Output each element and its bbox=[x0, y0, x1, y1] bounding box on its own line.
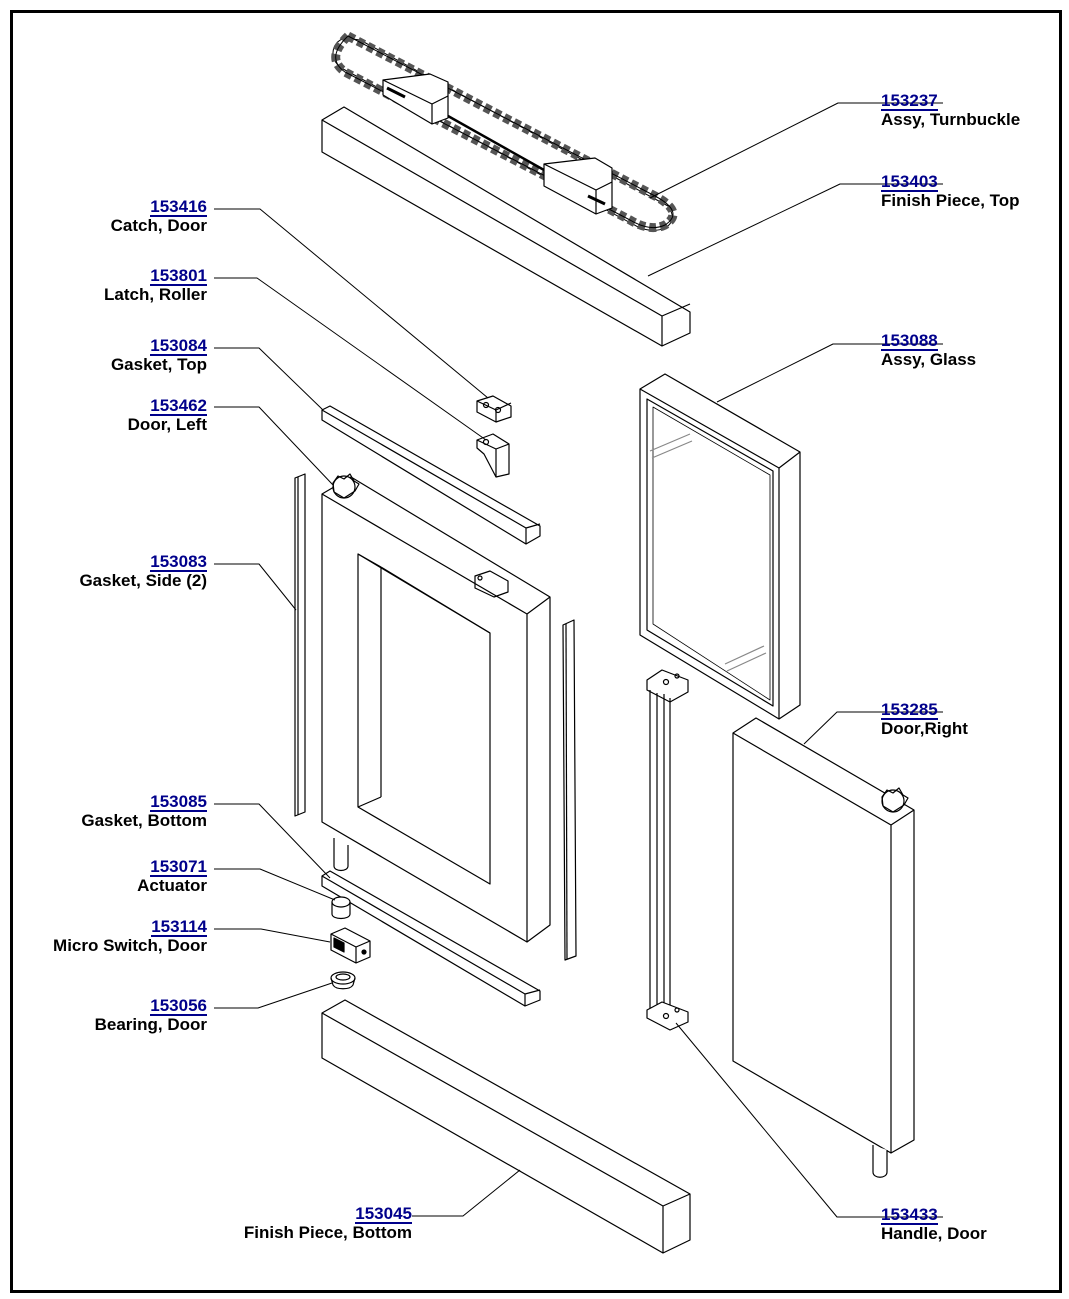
part-description: Gasket, Side (2) bbox=[79, 571, 207, 590]
right-door bbox=[732, 717, 915, 1178]
part-number-link[interactable]: 153285 bbox=[881, 700, 938, 720]
part-description: Gasket, Top bbox=[110, 355, 207, 374]
turnbuckle-assembly bbox=[331, 31, 678, 233]
callout-glass: 153088 Assy, Glass bbox=[881, 332, 976, 369]
callout-door-right: 153285 Door,Right bbox=[881, 701, 968, 738]
gasket-bottom-part bbox=[321, 870, 541, 1007]
glass-assembly bbox=[639, 373, 801, 720]
part-number-link[interactable]: 153088 bbox=[881, 331, 938, 351]
part-description: Gasket, Bottom bbox=[81, 811, 207, 830]
part-description: Bearing, Door bbox=[94, 1015, 207, 1034]
door-handle bbox=[646, 669, 689, 1031]
part-number-link[interactable]: 153084 bbox=[150, 336, 207, 356]
part-description: Assy, Turnbuckle bbox=[881, 110, 1021, 129]
part-description: Door, Left bbox=[127, 415, 207, 434]
actuator-part bbox=[331, 896, 351, 920]
callout-finish-bottom: 153045 Finish Piece, Bottom bbox=[244, 1205, 412, 1242]
part-number-link[interactable]: 153237 bbox=[881, 91, 938, 111]
right-door-pivot-icon bbox=[881, 787, 909, 813]
micro-switch-part bbox=[330, 927, 371, 964]
part-description: Finish Piece, Bottom bbox=[243, 1223, 412, 1242]
callout-gasket-bottom: 153085 Gasket, Bottom bbox=[81, 793, 207, 830]
part-description: Catch, Door bbox=[110, 216, 207, 235]
leader-lines bbox=[214, 102, 943, 1218]
finish-piece-top bbox=[321, 106, 691, 347]
callout-bearing: 153056 Bearing, Door bbox=[95, 997, 207, 1034]
part-number-link[interactable]: 153416 bbox=[150, 197, 207, 217]
callout-gasket-top: 153084 Gasket, Top bbox=[111, 337, 207, 374]
part-description: Assy, Glass bbox=[881, 350, 977, 369]
callout-latch-roller: 153801 Latch, Roller bbox=[104, 267, 207, 304]
finish-piece-bottom bbox=[321, 999, 691, 1254]
callout-door-left: 153462 Door, Left bbox=[128, 397, 207, 434]
part-description: Latch, Roller bbox=[104, 285, 207, 304]
part-description: Handle, Door bbox=[881, 1224, 987, 1243]
gasket-side-right bbox=[562, 619, 577, 961]
part-number-link[interactable]: 153071 bbox=[150, 857, 207, 877]
part-number-link[interactable]: 153801 bbox=[150, 266, 207, 286]
part-number-link[interactable]: 153462 bbox=[150, 396, 207, 416]
part-number-link[interactable]: 153083 bbox=[150, 552, 207, 572]
part-number-link[interactable]: 153056 bbox=[150, 996, 207, 1016]
part-number-link[interactable]: 153403 bbox=[881, 172, 938, 192]
part-description: Finish Piece, Top bbox=[881, 191, 1020, 210]
part-number-link[interactable]: 153085 bbox=[150, 792, 207, 812]
left-door-pivot-icon bbox=[332, 473, 360, 499]
door-catch bbox=[476, 395, 512, 423]
left-door bbox=[321, 473, 551, 943]
callout-micro-switch: 153114 Micro Switch, Door bbox=[53, 918, 207, 955]
callout-turnbuckle: 153237 Assy, Turnbuckle bbox=[881, 92, 1020, 129]
bearing-part bbox=[330, 971, 356, 990]
part-number-link[interactable]: 153114 bbox=[151, 917, 207, 937]
callout-gasket-side: 153083 Gasket, Side (2) bbox=[79, 553, 207, 590]
callout-actuator: 153071 Actuator bbox=[137, 858, 207, 895]
part-number-link[interactable]: 153045 bbox=[355, 1204, 412, 1224]
callout-catch-door: 153416 Catch, Door bbox=[111, 198, 207, 235]
roller-latch bbox=[476, 433, 510, 478]
callout-finish-top: 153403 Finish Piece, Top bbox=[881, 173, 1020, 210]
part-description: Micro Switch, Door bbox=[53, 936, 207, 955]
gasket-side-left bbox=[294, 473, 306, 817]
callout-handle: 153433 Handle, Door bbox=[881, 1206, 987, 1243]
part-description: Actuator bbox=[137, 876, 207, 895]
part-description: Door,Right bbox=[881, 719, 968, 738]
diagram-frame bbox=[10, 10, 1062, 1293]
gasket-top-part bbox=[321, 405, 541, 545]
part-number-link[interactable]: 153433 bbox=[881, 1205, 938, 1225]
